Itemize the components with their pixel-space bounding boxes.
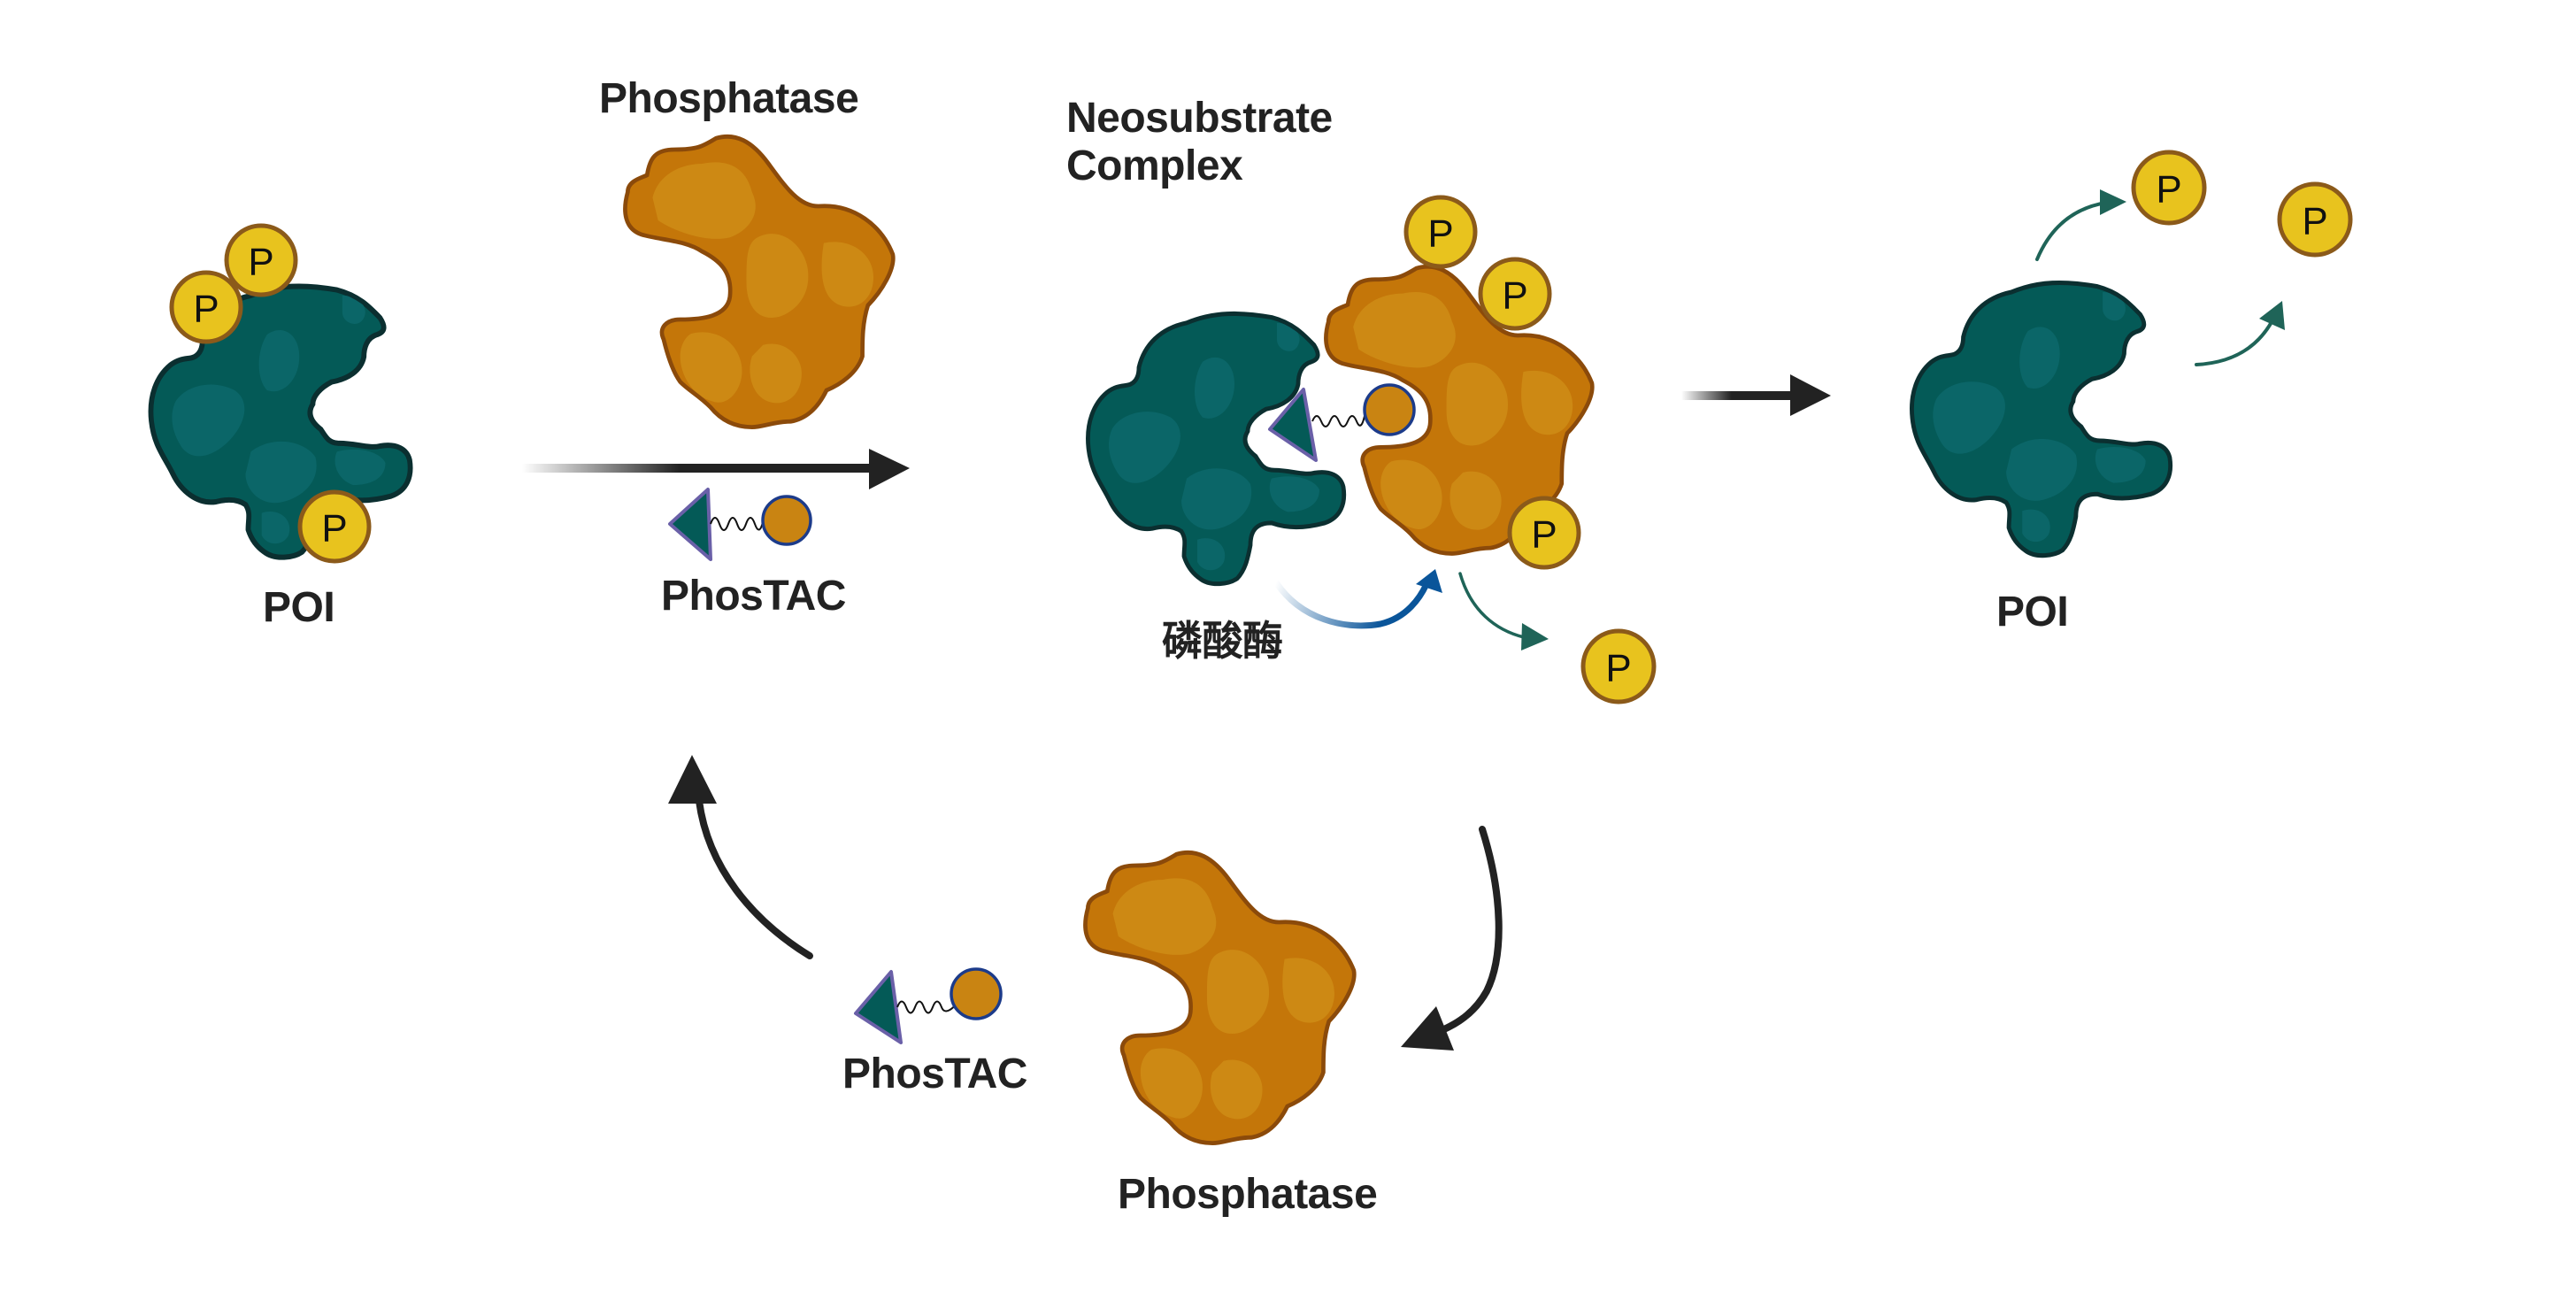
arrow-head-icon [869,449,910,489]
phosphate: P [224,223,298,297]
ligand-circle-icon [950,967,1003,1020]
phostac-molecule-top [668,488,812,561]
linker-squiggle [896,996,964,1014]
arrow-head-icon [1790,374,1831,416]
phosphatase-top [625,136,893,427]
phosphate: P [1403,195,1478,269]
reaction-arrow-product [1681,374,1831,416]
released-phosphate: P [2277,181,2353,258]
label-phostac-top: PhosTAC [661,573,846,620]
release-arrow-complex [1458,572,1549,650]
reaction-arrow-top [522,449,910,489]
label-phosphatase-top: Phosphatase [599,75,859,122]
ligand-circle-icon [761,495,812,546]
released-phosphate: P [1580,628,1657,704]
arrow-shaft [522,464,872,473]
arrow-head-icon [2100,189,2126,215]
arrow-head-icon [668,755,717,804]
recruitment-arrow [1273,569,1442,629]
phosphate-label: P [193,288,219,331]
label-poi-right: POI [1996,589,2069,635]
arrow-head-icon [1521,623,1549,650]
recycle-arrow-down [1401,826,1503,1051]
linker-squiggle [710,517,764,531]
arrow-shaft [1458,572,1526,639]
phosphate-label: P [2156,168,2181,212]
poi-left: P P P [150,223,410,564]
phosphate-label: P [1502,274,1527,318]
label-phostac-bottom: PhosTAC [842,1051,1027,1097]
phosphate-label: P [2302,200,2327,243]
label-phosphatase-cn: 磷酸酶 [1162,617,1283,665]
arrow-head-icon [1416,569,1442,593]
warhead-triangle-icon [668,488,712,561]
phosphate-label: P [248,241,273,284]
complex-phostac [1268,383,1416,462]
recycle-arrow-up [668,755,813,959]
phosphate: P [1478,257,1552,331]
phosphate-label: P [1427,212,1453,256]
arrow-shaft [696,797,813,959]
arrow-shaft [1430,826,1503,1037]
phosphate-label: P [1531,513,1557,557]
arrow-head-icon [2259,301,2285,330]
arrow-shaft [1681,391,1793,400]
neosubstrate-complex: P P P [1088,195,1592,584]
arrow-shaft [2195,319,2274,366]
linker-squiggle [1311,415,1365,427]
phosphate-label: P [321,507,347,550]
label-complex-line2: Complex [1066,142,1243,189]
poi-right [1911,283,2170,556]
phosphate: P [297,489,372,564]
warhead-triangle-icon [1268,388,1318,462]
label-phosphatase-bottom: Phosphatase [1118,1171,1378,1218]
arrow-shaft [2035,201,2108,261]
phosphate: P [169,270,243,344]
phosphatase-bottom [1085,852,1354,1143]
release-arrow-right-1 [2035,189,2126,261]
arrow-head-icon [1401,1006,1454,1051]
arrow-shaft [1273,579,1430,629]
label-poi-left: POI [263,584,335,631]
released-phosphate: P [2131,150,2207,226]
phosphate-label: P [1605,647,1631,690]
release-arrow-right-2 [2195,301,2285,366]
ligand-circle-icon [1363,383,1416,436]
phosphate: P [1507,496,1581,570]
phostac-molecule-bottom [854,967,1003,1044]
label-complex-line1: Neosubstrate [1066,95,1333,142]
warhead-triangle-icon [854,970,903,1044]
